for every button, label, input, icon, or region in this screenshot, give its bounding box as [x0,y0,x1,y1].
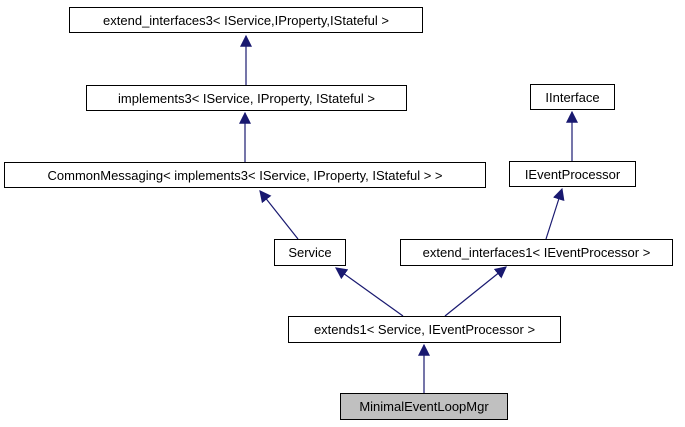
edge-extends1-to-extend_interfaces1 [444,266,507,317]
node-service[interactable]: Service [274,239,346,266]
node-commonmessaging[interactable]: CommonMessaging< implements3< IService, … [4,162,486,188]
node-iinterface[interactable]: IInterface [530,84,615,110]
node-extend-interfaces3[interactable]: extend_interfaces3< IService,IProperty,I… [69,7,423,33]
edge-extends1-to-service [335,267,404,317]
node-implements3[interactable]: implements3< IService, IProperty, IState… [86,85,407,111]
node-extend-interfaces1[interactable]: extend_interfaces1< IEventProcessor > [400,239,673,266]
node-ieventprocessor[interactable]: IEventProcessor [509,161,636,187]
node-minimaleventloopmgr: MinimalEventLoopMgr [340,393,508,420]
edge-extend_interfaces1-to-ieventprocessor [545,187,565,240]
node-extends1[interactable]: extends1< Service, IEventProcessor > [288,316,561,343]
edge-service-to-commonmessaging [259,190,299,240]
